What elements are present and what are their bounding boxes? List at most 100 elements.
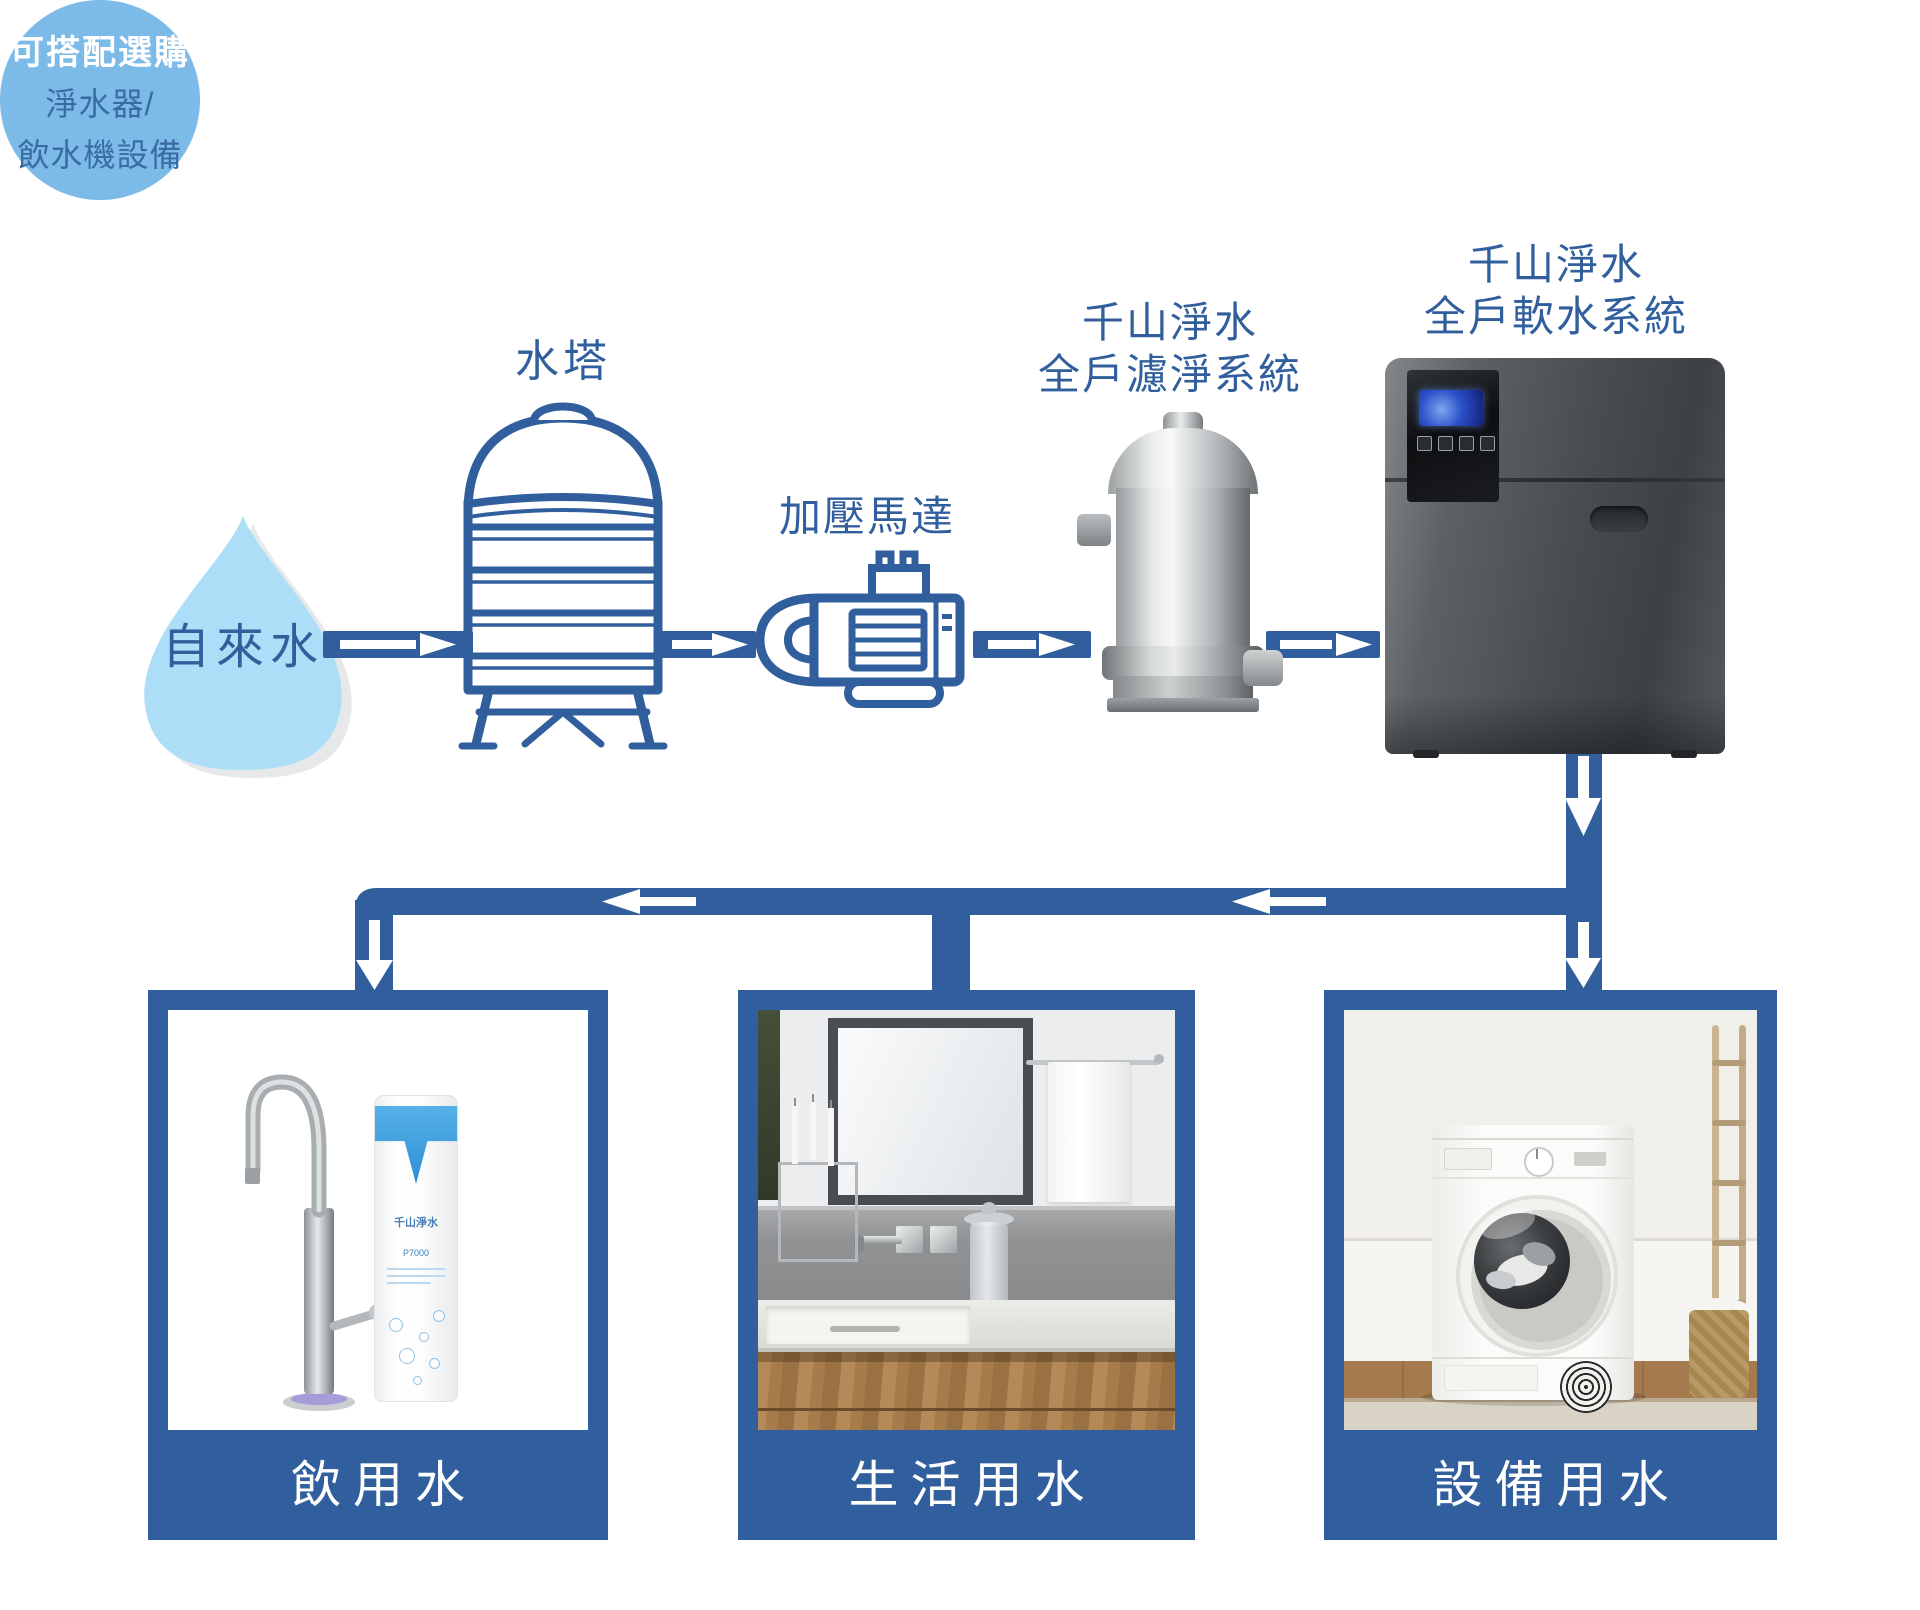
candle-wick: [794, 1098, 796, 1106]
softener-label-line1: 千山淨水: [1467, 241, 1644, 288]
cartridge-brand: 千山淨水: [394, 1217, 438, 1229]
sink-drain: [830, 1326, 900, 1332]
pressure-pump-icon: [755, 550, 965, 708]
flow-arrow-pump-to-filter: [973, 631, 1091, 658]
ladder-rung: [1712, 1180, 1746, 1186]
ladder-rung: [1712, 1120, 1746, 1126]
filter-body: [1116, 488, 1250, 660]
softener-button-4: [1480, 436, 1495, 451]
drinking-label-strip: 飲用水: [148, 1430, 608, 1540]
drinking-faucet: [245, 1074, 385, 1411]
softener-lcd-display: [1419, 390, 1483, 426]
cartridge-bubble: [419, 1332, 429, 1342]
flow-arrow-filter-to-softener: [1266, 631, 1380, 658]
flow-arrow-tank-to-pump: [658, 631, 756, 658]
softener-label: 千山淨水 全戶軟水系統: [1376, 241, 1736, 346]
faucet-valve: [930, 1226, 957, 1253]
equipment-label: 設備用水: [1432, 1457, 1681, 1513]
ladder-rung: [1712, 1060, 1746, 1066]
filter-flange: [1102, 646, 1264, 680]
backsplash-edge: [758, 1206, 1175, 1211]
equipment-label-strip: 設備用水: [1324, 1430, 1777, 1540]
pipe-arrow-left-2: [1232, 889, 1326, 914]
rug: [1344, 1398, 1757, 1430]
softener-button-1: [1417, 436, 1432, 451]
water-softener-photo: [1385, 358, 1725, 758]
badge-line2: 淨水器/: [45, 85, 155, 122]
filter-base-plate: [1107, 698, 1259, 712]
pipe-horizontal: [355, 888, 1602, 915]
drop-shape: [144, 516, 342, 770]
bathroom-photo: [758, 1010, 1175, 1430]
flow-arrow-source-to-tank: [323, 631, 473, 658]
cartridge-label-line: [387, 1268, 445, 1270]
whole-house-filter-photo: [1077, 412, 1283, 718]
water-tank-icon: [458, 402, 668, 750]
mirror: [828, 1018, 1033, 1205]
output-box-equipment: 設備用水: [1324, 990, 1777, 1540]
glass-jar-knob: [982, 1202, 996, 1214]
candle: [810, 1102, 816, 1160]
filter-label: 千山淨水 全戶濾淨系統: [990, 299, 1350, 404]
sink-basin: [766, 1306, 970, 1344]
washer-display: [1574, 1152, 1606, 1166]
softener-control-panel: [1407, 370, 1499, 502]
softener-foot: [1413, 750, 1439, 758]
washer-dial-tick: [1536, 1149, 1538, 1159]
wood-cabinet: [758, 1352, 1175, 1430]
pipe-branch-middle: [932, 913, 970, 992]
washer-door-glass: [1474, 1213, 1570, 1309]
detergent-drawer: [1444, 1148, 1492, 1170]
living-label: 生活用水: [848, 1457, 1097, 1513]
towel-bar-mount: [1154, 1054, 1164, 1064]
softener-label-line2: 全戶軟水系統: [1423, 293, 1688, 340]
ladder-rung: [1712, 1240, 1746, 1246]
badge-line1: 可搭配選購: [10, 33, 190, 72]
candle-wick: [830, 1100, 832, 1108]
cartridge-bubble: [399, 1348, 415, 1364]
filter-outlet-port: [1243, 650, 1283, 686]
source-label: 自來水: [161, 621, 324, 674]
living-label-strip: 生活用水: [738, 1430, 1195, 1540]
towel: [1048, 1062, 1130, 1202]
pipe-arrow-down-equipment: [1565, 922, 1601, 988]
washer-kick-panel: [1444, 1365, 1538, 1391]
softener-button-3: [1459, 436, 1474, 451]
plant-sliver: [758, 1010, 780, 1200]
drinking-water-photo: 千山淨水 P7000: [168, 1010, 588, 1430]
softener-handle: [1590, 506, 1648, 532]
drawer-line: [758, 1408, 1175, 1411]
filter-label-line2: 全戶濾淨系統: [1037, 351, 1302, 398]
washing-machine: [1432, 1125, 1634, 1413]
output-box-living: 生活用水: [738, 990, 1195, 1540]
optional-purchase-badge: 可搭配選購 淨水器/ 飲水機設備: [0, 0, 200, 200]
washer-door: [1456, 1195, 1618, 1357]
washer-dial: [1524, 1147, 1554, 1177]
wicker-basket: [1689, 1310, 1749, 1398]
softener-lid-seam: [1385, 478, 1725, 482]
pipe-arrow-down-drinking: [356, 920, 393, 990]
pipe-arrow-left-1: [602, 889, 696, 914]
washer-panel-seam: [1432, 1177, 1634, 1179]
washer-vent: [1560, 1361, 1612, 1413]
candle: [828, 1108, 834, 1166]
filter-dome: [1108, 428, 1258, 494]
cartridge-label-line: [387, 1282, 431, 1284]
softener-foot: [1671, 750, 1697, 758]
laundry-photo: [1344, 1010, 1757, 1430]
tap-water-drop-icon: [144, 516, 352, 778]
tank-label: 水塔: [515, 337, 611, 386]
filter-cartridge: 千山淨水 P7000: [374, 1095, 458, 1402]
pipe-network: [355, 748, 1602, 992]
filter-base: [1113, 676, 1253, 702]
pipe-arrow-down-softener: [1565, 756, 1601, 836]
washer-top-seam: [1432, 1138, 1634, 1140]
counter-edge: [758, 1348, 1175, 1352]
candle-stand: [778, 1162, 858, 1262]
cartridge-blue-collar: [375, 1106, 457, 1184]
cartridge-model: P7000: [402, 1248, 430, 1258]
cabinet-shadow: [758, 1352, 1175, 1362]
softener-base-shade: [1385, 694, 1725, 754]
